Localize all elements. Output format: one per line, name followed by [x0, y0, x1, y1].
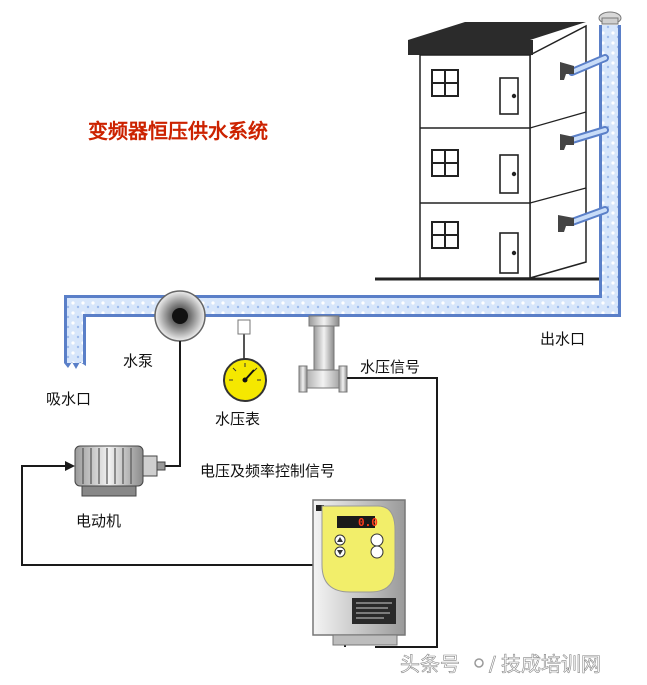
pressure-gauge: [223, 319, 267, 402]
control-signal-label: 电压及频率控制信号: [200, 462, 335, 480]
run-button[interactable]: [370, 533, 384, 547]
diagram-title: 变频器恒压供水系统: [88, 119, 268, 143]
watermark-account: 技成培训网: [501, 652, 601, 676]
nameplate: [352, 598, 396, 624]
building: [375, 22, 605, 281]
inlet-label: 吸水口: [46, 390, 91, 408]
pump-label: 水泵: [123, 352, 153, 370]
stop-button[interactable]: [370, 545, 384, 559]
watermark-separator: /: [489, 652, 496, 676]
lcd-readout: 0.0: [358, 516, 378, 529]
gauge-label: 水压表: [215, 410, 260, 428]
electric-motor: [74, 445, 166, 497]
outlet-label: 出水口: [540, 330, 585, 348]
watermark: 头条号 / 技成培训网: [400, 652, 602, 677]
pressure-sensor: [298, 315, 348, 393]
comment-icon: [474, 658, 484, 668]
inverter: 0.0: [312, 499, 406, 646]
signal-arrow-icon: [65, 461, 75, 471]
water-pump: [154, 290, 206, 342]
faucet-icon: [558, 62, 574, 232]
pressure-signal-label: 水压信号: [360, 358, 420, 376]
watermark-source: 头条号: [400, 652, 460, 676]
water-pipe: [64, 11, 622, 369]
lcd-display: [337, 516, 375, 528]
motor-label: 电动机: [76, 512, 121, 530]
